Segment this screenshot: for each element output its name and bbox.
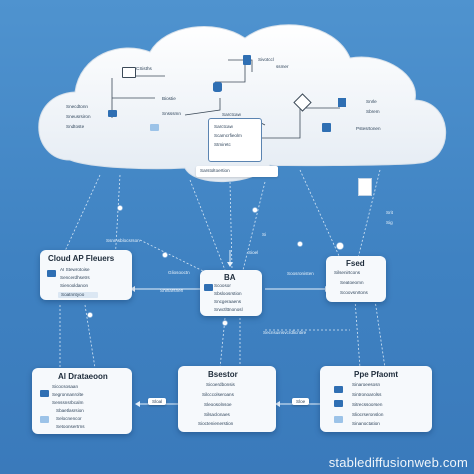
bsestor-pill: Sloe [292, 398, 310, 405]
ai-datastore-line: Sbaetlasrsion [56, 408, 84, 413]
cloud-label-left-1: Snecdtonn [66, 104, 88, 109]
cloud-label-top-left: CSisths [136, 66, 152, 71]
cloud-bottom-bar: Sarstoltoertion [196, 166, 278, 177]
wire-label-lower-mid: Secnsuinsvcrdlicntire [263, 330, 307, 335]
cloud-label-right-3: Pstesrtonen [356, 126, 381, 131]
ai-datastore-line: Selocnencor [56, 416, 82, 421]
cloud-api-line: Sencerdhsetrs [60, 275, 90, 280]
cloud-api-title: Cloud AP Fleuers [48, 254, 115, 263]
chip-icon [40, 416, 49, 423]
monitor-icon [122, 67, 136, 78]
ai-datastore-title: Al Drataeoon [58, 372, 108, 381]
bsestor-line: Silcccolseroans [202, 392, 234, 397]
pipeform-line: Sitrecssoorsen [352, 402, 383, 407]
ba-line: Sbsloosrstion [214, 291, 242, 296]
cloud-label-right-2: Sbrem [366, 109, 380, 114]
chip-icon [47, 270, 56, 277]
cloud-center-card [208, 118, 262, 162]
bsestor-title: Bsestor [208, 370, 238, 379]
cloud-api-line: AI Stewrotoise [60, 267, 90, 272]
cloud-label-center-1: Biostie [162, 96, 176, 101]
cloud-label-center-2: Snsssmn [162, 111, 181, 116]
cloud-bottom-bar-label: Sarstoltoertion [200, 168, 230, 173]
server-icon [243, 55, 251, 65]
pipeform-box: Ppe Pfaomt Sinaroeesosn Sintronoarolss S… [320, 366, 432, 432]
cloud-api-bar: Soatnntyoo [58, 292, 98, 298]
cloud-center-label-2: Scamcrfieolm [214, 133, 242, 138]
chip-icon [40, 390, 49, 397]
watermark: stablediffusionweb.com [328, 455, 468, 470]
bsestor-box: Bsestor Sicoerdbonsis Silcccolseroans Sl… [178, 366, 276, 432]
ai-datastore-line: Senssnsrbcalm [52, 400, 84, 405]
connector-lines [59, 169, 386, 369]
wire-label-stub-mid: Sioel [248, 250, 259, 255]
cloud-label-mid-1: Sarctcaw [222, 112, 241, 117]
feed-line: Scoovsnrtons [340, 290, 368, 295]
ai-datastore-line: Setoonsertrns [56, 424, 85, 429]
chip-icon [334, 400, 343, 407]
chip-icon [108, 110, 117, 117]
feed-box: Fsed Silsenirtcons Seatoeomn Scoovsnrton… [326, 256, 386, 302]
cloud-label-left-2: Sneusrsiron [66, 114, 91, 119]
ai-datastore-line: Sicocsosaan [52, 384, 79, 389]
pipeform-line: Sintronoarolss [352, 392, 382, 397]
bar-chart-icon [338, 98, 346, 107]
wire-label-cloud-gateway: Gliosooctn [168, 270, 190, 275]
server-icon [322, 123, 331, 132]
cloud-shape [38, 24, 447, 183]
cloud-center-label-1: Sarctcaw [214, 124, 233, 129]
document-icon [358, 178, 372, 196]
feed-line: Seatoeomn [340, 280, 364, 285]
ai-datastore-box: Al Drataeoon Sicocsosaan Segronnanrolte … [32, 368, 132, 434]
cloud-api-bar-label: Soatnntyoo [61, 292, 85, 297]
pipeform-title: Ppe Pfaomt [354, 370, 399, 379]
cloud-api-line: Sienooldanon [60, 283, 89, 288]
chip-icon [150, 124, 159, 131]
wire-label-center-tag: Si [262, 232, 267, 237]
cloud-label-left-3: Sndtoste [66, 124, 85, 129]
cloud-wires [111, 59, 340, 139]
feed-line: Silsenirtcons [334, 270, 361, 275]
ba-box: BA Scoosor Sbsloosrstion Sncgeraaens Srw… [200, 270, 262, 316]
cloud-label-top-small: ssmer [276, 64, 289, 69]
wire-label-left-cluster: Ssnmsblocsrson [106, 238, 140, 243]
bsestor-line: Sicoerdbonsis [206, 382, 235, 387]
wire-label-right-cluster: Soosronisten [287, 271, 314, 276]
feed-title: Fsed [346, 259, 365, 268]
ba-title: BA [224, 273, 236, 282]
bsestor-line: Sioctenienerstion [198, 421, 234, 426]
pipeform-line: Sinaroeesosn [352, 382, 381, 387]
ai-datastore-pill: Sloal [148, 398, 167, 405]
pipeform-line: Sinanoctation [352, 421, 380, 426]
wire-label-center-left: Sninarsnen [160, 288, 184, 293]
bsestor-line: Sleoosolnsoe [204, 402, 232, 407]
ba-line: Scoosor [214, 283, 231, 288]
cloud-center-label-3: Stmiretc [214, 142, 231, 147]
cloud-label-right-1: Snrle [366, 99, 377, 104]
wire-node-icons [87, 205, 344, 326]
bsestor-line: Silsaclonaes [204, 412, 230, 417]
cloud-label-top-right: Sivotccl [258, 57, 274, 62]
chip-icon [204, 284, 213, 291]
ba-line: Srwctlttnonosl [214, 307, 243, 312]
chip-icon [334, 386, 343, 393]
wire-label-right-mid: Sig [386, 220, 393, 225]
cloud-api-box: Cloud AP Fleuers AI Stewrotoise Sencerdh… [40, 250, 132, 300]
wire-label-right-top: Srit [386, 210, 393, 215]
database-icon [213, 82, 222, 92]
chip-icon [334, 416, 343, 423]
ai-datastore-line: Segronnanrolte [52, 392, 84, 397]
pipeform-line: Sliocrseronslon [352, 412, 384, 417]
ba-line: Sncgeraaens [214, 299, 242, 304]
